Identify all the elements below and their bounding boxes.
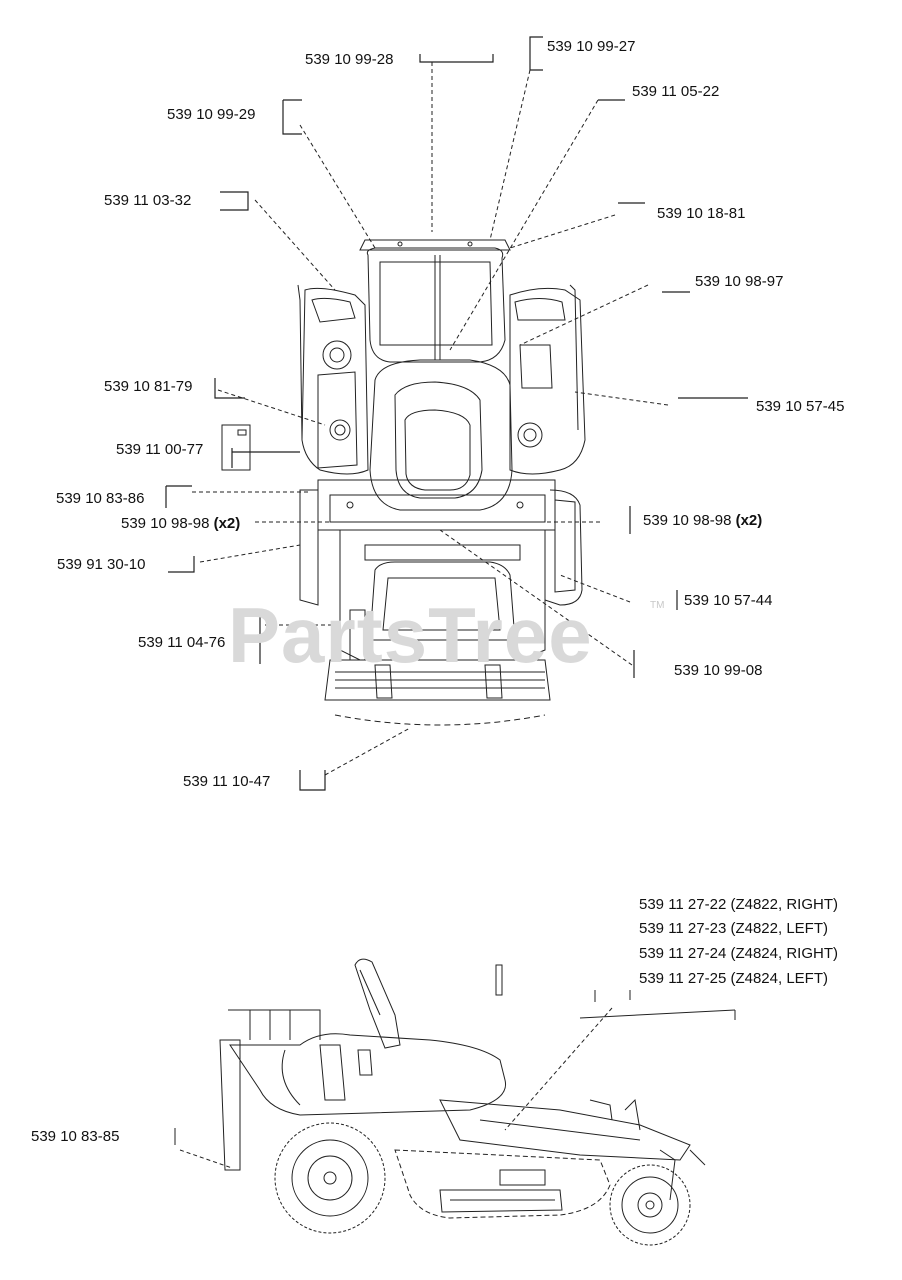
part-label[interactable]: 539 10 99-28: [305, 51, 394, 68]
quantity-suffix: (x2): [213, 515, 241, 532]
part-label[interactable]: 539 10 99-27: [547, 38, 636, 55]
side-view-mower: [219, 958, 706, 1246]
part-label[interactable]: 539 10 57-44: [684, 592, 773, 609]
part-label[interactable]: 539 10 83-85: [31, 1128, 120, 1145]
part-label[interactable]: 539 11 03-32: [104, 192, 192, 209]
part-label[interactable]: 539 11 10-47: [183, 773, 271, 790]
part-label[interactable]: 539 10 98-98 (x2): [643, 512, 762, 530]
part-label[interactable]: 539 91 30-10: [57, 556, 146, 573]
part-label[interactable]: 539 10 83-86: [56, 490, 145, 507]
part-label[interactable]: 539 10 99-29: [167, 106, 256, 123]
part-number: 539 10 98-98: [121, 515, 210, 532]
part-label[interactable]: 539 11 27-22 (Z4822, RIGHT): [639, 896, 838, 913]
part-number: 539 10 98-98: [643, 512, 732, 529]
top-view-mower: [221, 239, 586, 726]
part-label[interactable]: 539 11 27-23 (Z4822, LEFT): [639, 920, 828, 937]
side-view-leaders: [174, 990, 736, 1169]
part-label[interactable]: 539 11 27-25 (Z4824, LEFT): [639, 970, 828, 987]
top-view-brackets: [165, 36, 748, 791]
top-view-leaders: [192, 62, 669, 776]
watermark: PartsTree: [228, 591, 593, 679]
part-label[interactable]: 539 10 57-45: [756, 398, 845, 415]
part-label[interactable]: 539 10 81-79: [104, 378, 193, 395]
quantity-suffix: (x2): [735, 512, 763, 529]
part-label[interactable]: 539 10 98-98 (x2): [121, 515, 240, 533]
part-label[interactable]: 539 11 27-24 (Z4824, RIGHT): [639, 945, 838, 962]
part-label[interactable]: 539 11 00-77: [116, 441, 204, 458]
part-label[interactable]: 539 10 98-97: [695, 273, 784, 290]
part-label[interactable]: 539 10 18-81: [657, 205, 746, 222]
part-label[interactable]: 539 10 99-08: [674, 662, 763, 679]
part-label[interactable]: 539 11 04-76: [138, 634, 226, 651]
part-label[interactable]: 539 11 05-22: [632, 83, 720, 100]
watermark-tm: TM: [650, 600, 665, 611]
